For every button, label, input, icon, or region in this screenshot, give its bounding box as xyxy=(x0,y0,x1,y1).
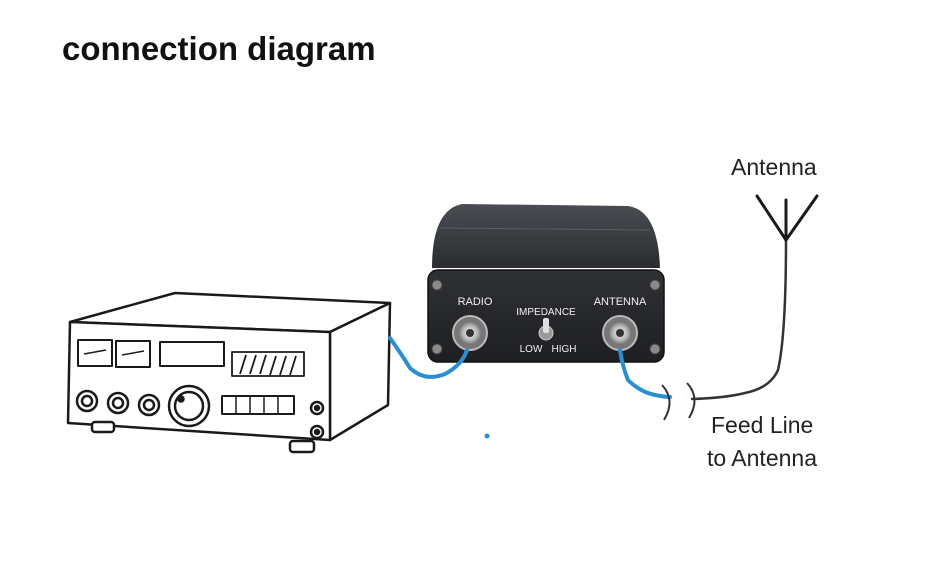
antenna-bnc-connector xyxy=(602,315,638,351)
blue-dot xyxy=(484,433,490,439)
radio-transceiver xyxy=(66,291,392,454)
antenna-coax-cable xyxy=(618,348,672,399)
impedance-label: IMPEDANCE xyxy=(516,307,576,318)
switch-high-label: HIGH xyxy=(552,344,577,355)
feed-line-label-2: to Antenna xyxy=(707,445,817,471)
radio-bnc-connector xyxy=(452,315,488,351)
switch-low-label: LOW xyxy=(520,344,543,355)
antenna-label: Antenna xyxy=(731,154,817,180)
feed-line xyxy=(690,238,788,401)
page-title: connection diagram xyxy=(62,30,376,67)
impedance-toggle-switch xyxy=(538,318,554,341)
antenna-icon xyxy=(755,194,819,242)
tuner-box: RADIO ANTENNA IMPEDANCE LOW HIGH xyxy=(427,204,665,363)
radio-port-label: RADIO xyxy=(458,296,493,308)
radio-coax-cable xyxy=(388,336,469,379)
feed-line-break-marks xyxy=(661,382,696,421)
antenna-port-label: ANTENNA xyxy=(594,296,647,308)
feed-line-label: Feed Line xyxy=(711,412,814,438)
